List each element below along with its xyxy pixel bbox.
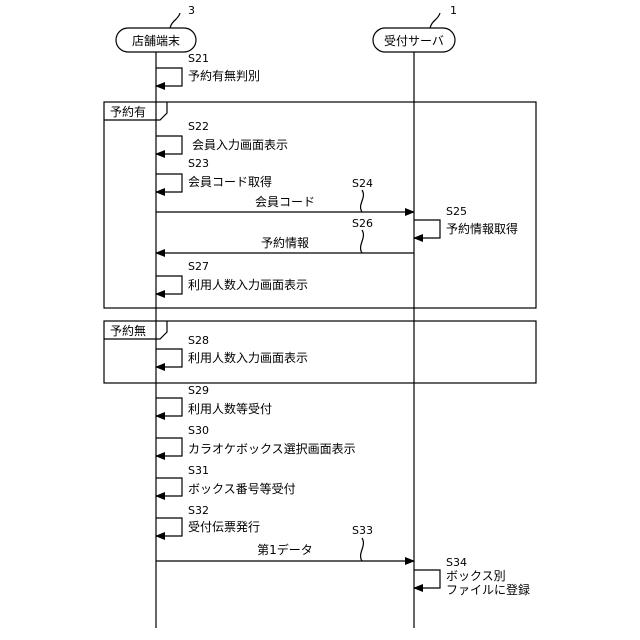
self-message-arrow <box>156 68 182 86</box>
step-s30: S30 カラオケボックス選択画面表示 <box>156 424 356 456</box>
step-s29: S29 利用人数等受付 <box>156 384 272 416</box>
self-message-arrow <box>414 570 440 588</box>
step-s23: S23 会員コード取得 <box>156 157 272 192</box>
step-s21: S21 予約有無判別 <box>156 52 260 86</box>
fragment-not-reserved: 予約無 <box>104 321 536 383</box>
step-text: ボックス番号等受付 <box>188 482 296 496</box>
step-text: 会員入力画面表示 <box>192 138 288 152</box>
self-message-arrow <box>414 220 440 238</box>
step-text: 予約有無判別 <box>188 68 260 83</box>
step-s32: S32 受付伝票発行 <box>156 504 260 536</box>
fragment-label: 予約有 <box>110 104 146 119</box>
step-text: 受付伝票発行 <box>188 520 260 534</box>
participant-ref-leader <box>430 13 440 28</box>
step-text: カラオケボックス選択画面表示 <box>188 442 356 456</box>
self-message-arrow <box>156 174 182 192</box>
step-number: S24 <box>352 177 373 190</box>
step-number: S25 <box>446 205 467 218</box>
message-label: 会員コード <box>255 195 315 209</box>
fragment-frame <box>104 102 536 308</box>
participant-ref-number: 3 <box>188 4 195 17</box>
step-number: S22 <box>188 120 209 133</box>
message-label: 第1データ <box>257 542 313 557</box>
step-text: 会員コード取得 <box>188 174 272 189</box>
step-text: 利用人数入力画面表示 <box>188 277 308 292</box>
step-text: 利用人数等受付 <box>188 401 272 416</box>
fragment-reserved: 予約有 <box>104 102 536 308</box>
message-label: 予約情報 <box>261 235 309 250</box>
self-message-arrow <box>156 478 182 496</box>
step-number: S31 <box>188 464 209 477</box>
step-number: S29 <box>188 384 209 397</box>
step-text-line2: ファイルに登録 <box>446 582 530 597</box>
step-number: S21 <box>188 52 209 65</box>
self-message-arrow <box>156 518 182 536</box>
step-number: S23 <box>188 157 209 170</box>
step-number: S30 <box>188 424 209 437</box>
step-text: ボックス別 <box>446 569 506 583</box>
step-number: S32 <box>188 504 209 517</box>
step-s27: S27 利用人数入力画面表示 <box>156 260 308 294</box>
participant-label: 店舗端末 <box>132 34 180 48</box>
step-number: S26 <box>352 217 373 230</box>
self-message-arrow <box>156 136 182 154</box>
step-s31: S31 ボックス番号等受付 <box>156 464 296 496</box>
self-message-arrow <box>156 438 182 456</box>
step-s25: S25 予約情報取得 <box>414 205 518 238</box>
step-number: S28 <box>188 334 209 347</box>
step-leader <box>361 538 364 561</box>
step-s34: S34 ボックス別 ファイルに登録 <box>414 556 530 597</box>
participant-label: 受付サーバ <box>384 34 444 48</box>
participant-ref-number: 1 <box>450 4 457 17</box>
step-text: 利用人数入力画面表示 <box>188 350 308 365</box>
fragment-label: 予約無 <box>110 323 146 338</box>
step-s26: 予約情報 S26 <box>156 217 414 253</box>
step-number: S33 <box>352 524 373 537</box>
participant-ref-leader <box>170 13 180 28</box>
step-leader <box>361 230 364 253</box>
participant-reception-server: 受付サーバ 1 <box>373 4 457 52</box>
step-number: S27 <box>188 260 209 273</box>
self-message-arrow <box>156 276 182 294</box>
participant-store-terminal: 店舗端末 3 <box>116 4 196 52</box>
step-text: 予約情報取得 <box>446 221 518 236</box>
step-s28: S28 利用人数入力画面表示 <box>156 334 308 367</box>
step-leader <box>361 190 364 212</box>
step-s22: S22 会員入力画面表示 <box>156 120 288 154</box>
step-number: S34 <box>446 556 467 569</box>
self-message-arrow <box>156 349 182 367</box>
self-message-arrow <box>156 398 182 416</box>
fragment-frame <box>104 321 536 383</box>
